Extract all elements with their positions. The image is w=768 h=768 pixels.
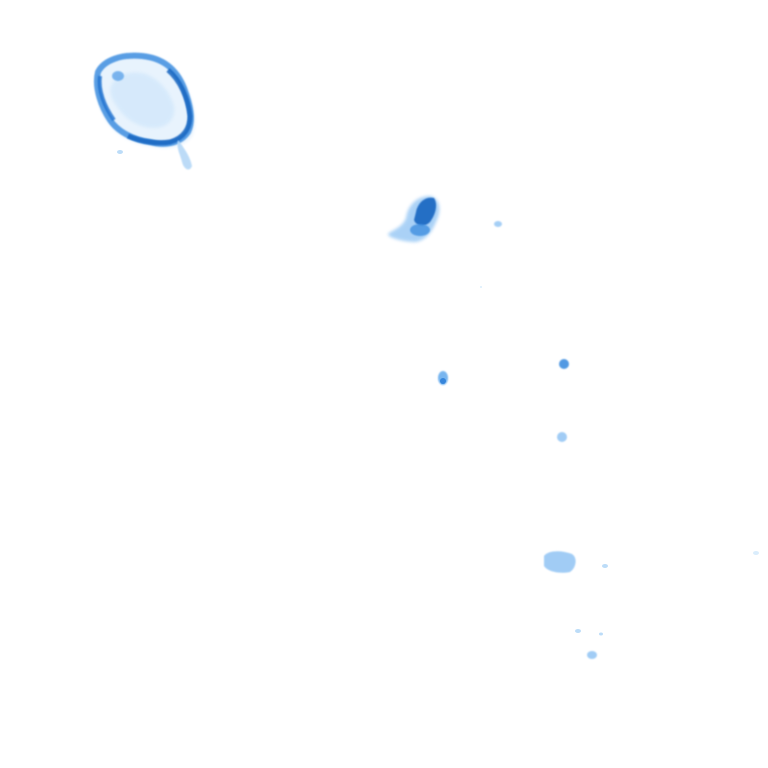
ring-blob-top-left bbox=[94, 52, 195, 170]
speck-f bbox=[753, 551, 759, 555]
ring-blob-outline-dark bbox=[127, 68, 193, 146]
dense-blob-mid bbox=[410, 224, 430, 236]
speck-c bbox=[559, 359, 569, 369]
speck-a bbox=[494, 221, 502, 227]
dense-blob-core bbox=[414, 197, 437, 226]
speck-d bbox=[557, 432, 567, 442]
ring-blob-speck bbox=[117, 150, 123, 154]
speck-b-core bbox=[440, 378, 446, 384]
speck-e bbox=[602, 564, 608, 568]
speck-i bbox=[587, 651, 597, 659]
blob-lower-right-fill bbox=[544, 551, 576, 573]
speck-h bbox=[599, 632, 603, 636]
blob-lower-right bbox=[544, 551, 576, 573]
ring-blob-inner-mottle bbox=[110, 72, 175, 128]
ring-blob-spot bbox=[112, 71, 124, 81]
ring-blob-tail bbox=[177, 140, 192, 170]
speck-j bbox=[480, 286, 482, 288]
ring-blob-outline-left-dark bbox=[97, 75, 116, 122]
speck-g bbox=[575, 629, 581, 633]
dense-blob-center bbox=[388, 196, 440, 242]
